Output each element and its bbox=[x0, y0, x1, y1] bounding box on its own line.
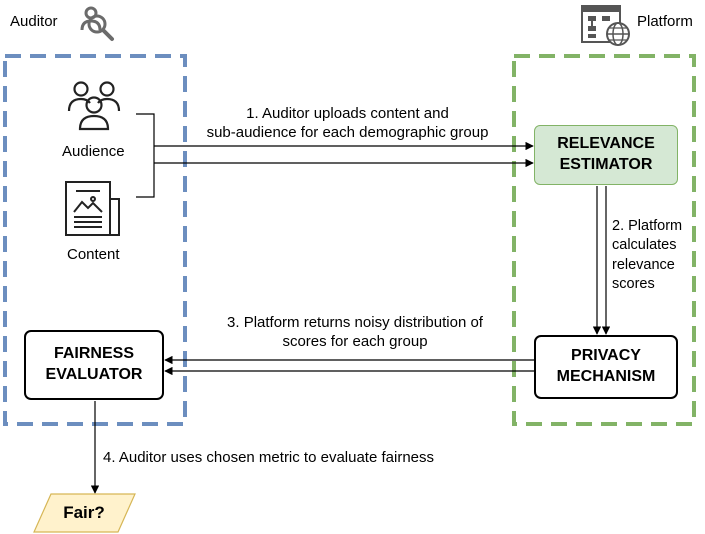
step1-label: 1. Auditor uploads content and sub-audie… bbox=[180, 105, 515, 143]
platform-lane bbox=[512, 54, 696, 426]
auditor-lane-title: Auditor bbox=[10, 13, 58, 30]
step4-label: 4. Auditor uses chosen metric to evaluat… bbox=[103, 449, 435, 466]
relevance-estimator-line1: RELEVANCE bbox=[557, 135, 655, 153]
privacy-mechanism-line1: PRIVACY bbox=[571, 347, 641, 365]
step1-line1: 1. Auditor uploads content and bbox=[246, 105, 449, 122]
platform-lane-title: Platform bbox=[637, 13, 693, 30]
magnifier-people-icon bbox=[80, 6, 114, 41]
step2-line4: scores bbox=[612, 275, 655, 292]
fairness-evaluator-line2: EVALUATOR bbox=[45, 366, 143, 383]
content-label: Content bbox=[67, 246, 120, 263]
step1-line2: sub-audience for each demographic group bbox=[206, 123, 489, 141]
step3-label: 3. Platform returns noisy distribution o… bbox=[195, 314, 515, 352]
fairness-evaluator-box: FAIRNESS EVALUATOR bbox=[24, 330, 164, 400]
privacy-mechanism-line2: MECHANISM bbox=[556, 368, 656, 385]
privacy-mechanism-box: PRIVACY MECHANISM bbox=[534, 335, 678, 399]
sitemap-globe-icon bbox=[581, 5, 630, 46]
step3-line2: scores for each group bbox=[282, 332, 428, 350]
step3-line1: 3. Platform returns noisy distribution o… bbox=[227, 314, 483, 331]
relevance-estimator-box: RELEVANCE ESTIMATOR bbox=[534, 125, 678, 185]
relevance-estimator-line2: ESTIMATOR bbox=[559, 156, 653, 173]
step2-line3: relevance bbox=[612, 256, 675, 273]
audience-icon bbox=[67, 81, 121, 131]
step2-label: 2. Platform calculates relevance scores bbox=[612, 217, 682, 294]
step2-line2: calculates bbox=[612, 237, 677, 254]
fair-output-shape bbox=[33, 493, 136, 533]
input-bracket bbox=[136, 113, 155, 198]
fairness-evaluator-line1: FAIRNESS bbox=[53, 345, 134, 363]
audience-label: Audience bbox=[62, 143, 125, 160]
newspaper-icon bbox=[65, 181, 120, 236]
step2-line1: 2. Platform bbox=[612, 218, 683, 234]
fair-output-label: Fair? bbox=[63, 503, 105, 522]
